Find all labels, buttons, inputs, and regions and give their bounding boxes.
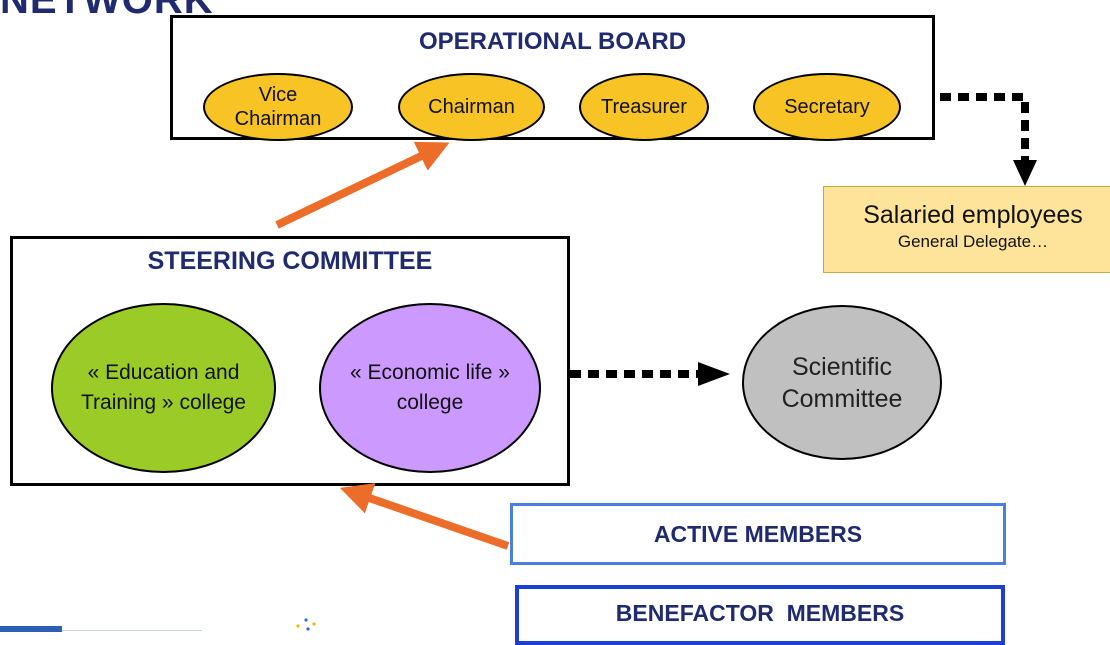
logo-fragment-dots (296, 618, 316, 631)
page-title-fragment: NETWORK (0, 0, 214, 22)
role-chairman: Chairman (398, 73, 545, 141)
salaried-title: Salaried employees (863, 201, 1083, 229)
operational-board-title: OPERATIONAL BOARD (418, 28, 687, 55)
logo-fragment-left (0, 626, 62, 632)
active-members-box: ACTIVE MEMBERS (510, 503, 1006, 565)
role-treasurer: Treasurer (579, 73, 709, 141)
arrow-steering-to-board (275, 141, 450, 229)
logo-underline (62, 630, 202, 631)
college-economic-life: « Economic life » college (319, 303, 541, 473)
role-vice-chairman: Vice Chairman (203, 73, 353, 141)
scientific-committee: Scientific Committee (742, 305, 942, 460)
arrowhead-scientific (698, 362, 730, 386)
steering-committee: STEERING COMMITTEE « Education and Train… (10, 236, 570, 486)
salaried-subtitle: General Delegate… (897, 232, 1049, 251)
arrowhead-salaried (1013, 160, 1037, 186)
operational-board: OPERATIONAL BOARD Vice Chairman Chairman… (170, 15, 935, 141)
arrow-members-to-steering (339, 483, 510, 550)
salaried-employees-box: Salaried employees General Delegate… (823, 186, 1110, 273)
connector-layer (275, 93, 1037, 550)
dotted-board-to-salaried (940, 93, 1029, 162)
role-secretary: Secretary (753, 73, 901, 141)
college-education-training: « Education and Training » college (51, 303, 276, 473)
steering-committee-title: STEERING COMMITTEE (147, 247, 433, 275)
